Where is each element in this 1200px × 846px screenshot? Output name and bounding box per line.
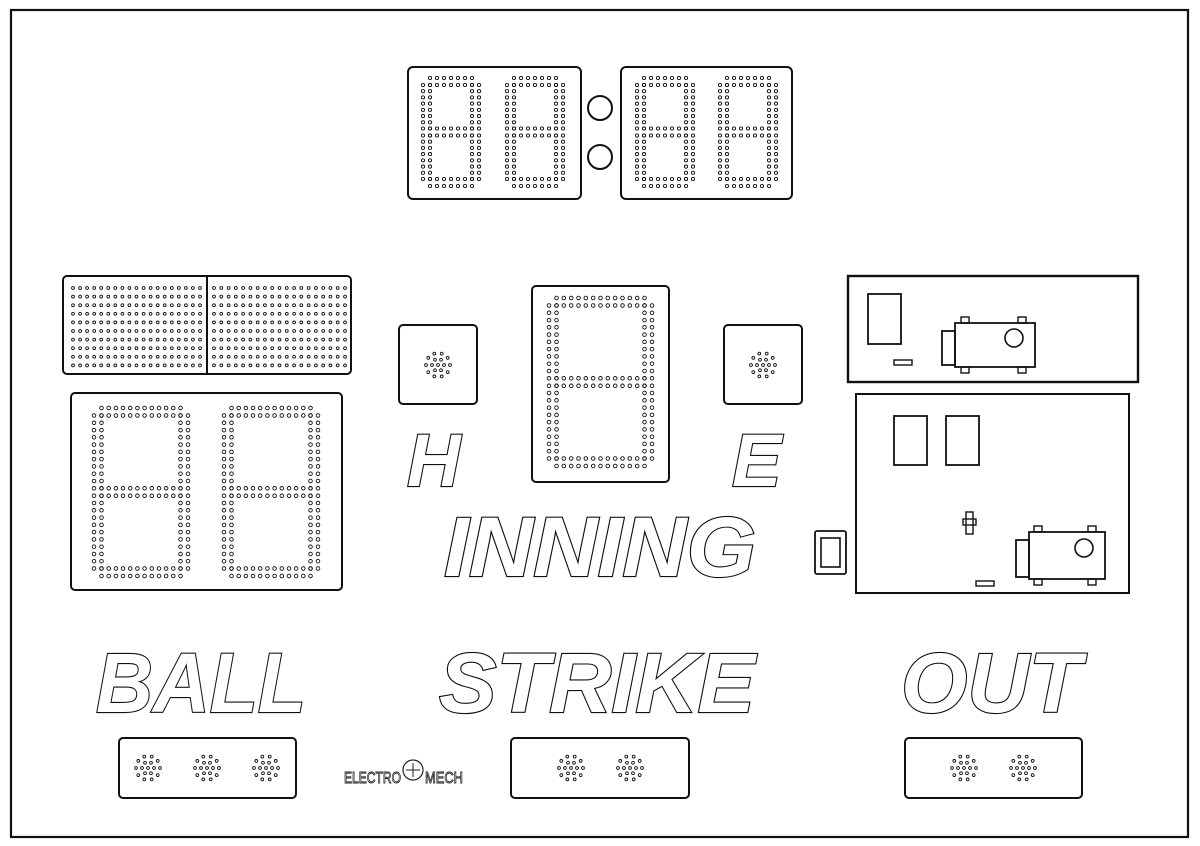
clock-display [407,66,793,200]
ball-lamps [134,754,280,782]
upper-mechanism-box [846,274,1140,384]
lower-mechanism-window-left [893,415,928,466]
board-frame [9,8,1190,839]
logo-emblem [402,759,424,781]
clock-colon-top [587,95,613,121]
score-frame [70,392,343,591]
inning-digit-frame [531,285,670,483]
switch-plate [814,530,847,575]
inning-digit [546,295,655,469]
ball-label: BALL [96,636,306,730]
hits-lamp [424,351,452,379]
upper-mechanism-frame [846,274,1140,384]
inning-label: INNING [444,500,756,594]
lower-motor [1015,525,1106,586]
clock-minutes-panel [407,66,582,200]
lower-mechanism-box [855,393,1130,594]
hits-lamp-box [398,324,478,405]
upper-mechanism-window [867,293,902,345]
team-name-matrix [71,286,347,368]
score-digits [91,405,321,579]
clock-seconds-panel [620,66,793,200]
clock-colon-bottom [587,144,613,170]
errors-lamp-box [723,324,803,405]
logo-text-left: ELECTRO [344,770,401,787]
lower-mechanism-window-right [945,415,980,466]
upper-mechanism-switch [893,359,913,366]
ball-lamp-box [118,737,297,799]
clock-digits [420,75,779,189]
errors-label: E [732,419,784,502]
lower-mechanism-latch [962,511,977,535]
electro-mech-logo: ELECTRO MECH [344,759,463,787]
hits-label: H [407,419,462,502]
lower-mechanism-frame [855,393,1130,594]
errors-lamp [749,351,777,379]
upper-motor [941,316,1036,374]
score-display [70,392,343,591]
strike-lamps [557,754,644,782]
out-lamps [950,754,1037,782]
out-lamp-box [904,737,1083,799]
lower-mechanism-switch [975,580,995,587]
out-label: OUT [901,636,1088,730]
strike-lamp-box [510,737,690,799]
logo-text-right: MECH [425,770,463,787]
team-name-panel [62,275,352,375]
strike-label: STRIKE [439,636,758,730]
